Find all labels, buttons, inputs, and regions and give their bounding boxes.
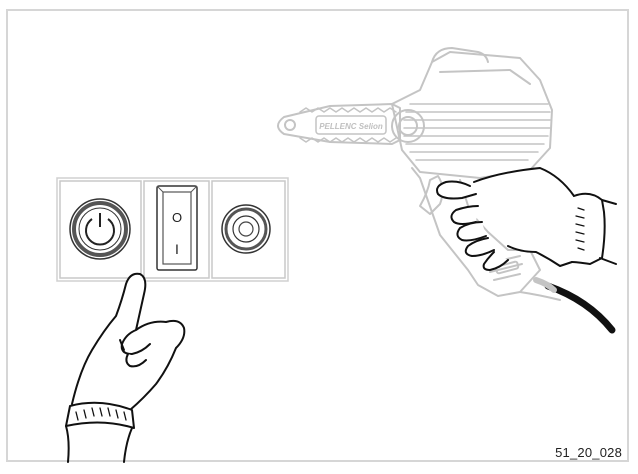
brand-plate — [315, 115, 387, 135]
rocker-switch[interactable]: O I — [156, 185, 198, 271]
control-panel: O I — [56, 177, 289, 282]
power-icon[interactable] — [69, 198, 131, 260]
switch-on-symbol: I — [175, 241, 179, 257]
left-pointing-hand — [65, 272, 186, 463]
chainsaw-pruner: PELLENC Selion — [277, 47, 561, 301]
switch-off-symbol: O — [172, 210, 182, 225]
right-gloved-hand — [436, 167, 617, 271]
figure-reference-code: 51_20_028 — [555, 445, 622, 460]
round-socket-icon — [221, 204, 271, 254]
guide-bar — [277, 103, 401, 145]
power-cable — [544, 282, 616, 334]
brand-text: PELLENC Selion — [319, 122, 383, 131]
